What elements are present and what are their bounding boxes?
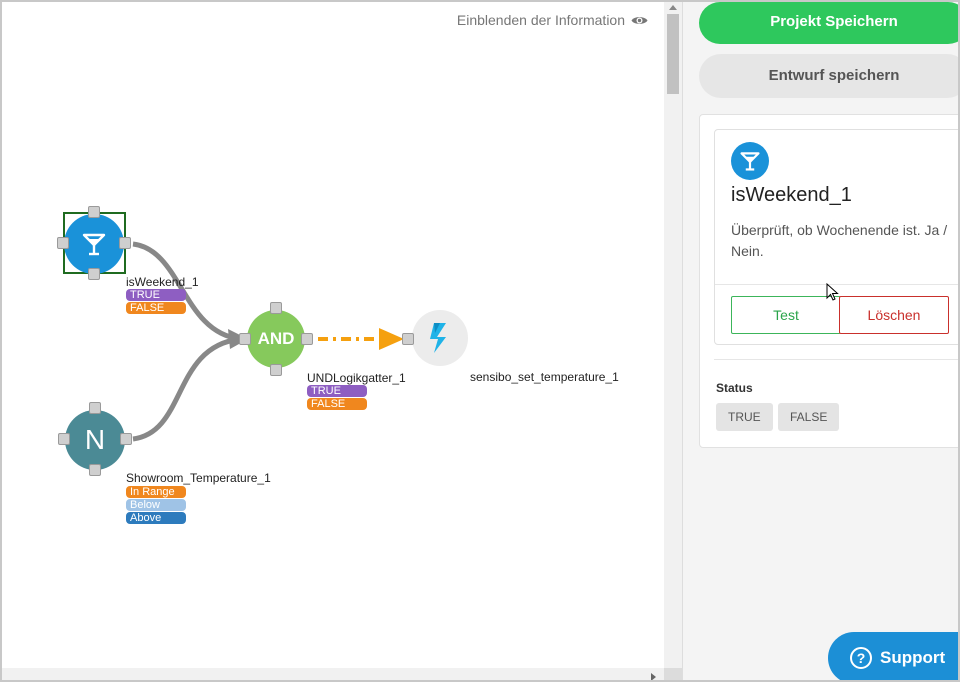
node-temp-label: Showroom_Temperature_1 bbox=[126, 471, 271, 485]
connections-layer bbox=[132, 241, 404, 442]
tag-above: Above bbox=[126, 512, 186, 524]
and-symbol: AND bbox=[257, 329, 295, 348]
tag-false: FALSE bbox=[307, 398, 367, 410]
node-showroom-temperature[interactable]: N bbox=[65, 410, 125, 470]
test-button[interactable]: Test bbox=[731, 296, 841, 334]
node-description: Überprüft, ob Wochenende ist. Ja / Nein. bbox=[731, 222, 948, 259]
handle-bottom[interactable] bbox=[270, 364, 282, 376]
panel-divider bbox=[682, 2, 683, 680]
handle-top[interactable] bbox=[88, 206, 100, 218]
link-temp-to-and[interactable] bbox=[132, 336, 241, 442]
support-button[interactable]: ? Support bbox=[828, 632, 958, 680]
cocktail-icon bbox=[82, 233, 106, 256]
node-details-card: isWeekend_1 Überprüft, ob Wochenende ist… bbox=[699, 114, 958, 448]
tag-below: Below bbox=[126, 499, 186, 511]
temp-symbol: N bbox=[84, 424, 106, 455]
sensibo-logo-icon bbox=[430, 323, 446, 353]
node-isweekend-label: isWeekend_1 bbox=[126, 275, 199, 289]
scrollbar-thumb[interactable] bbox=[667, 14, 679, 94]
mouse-cursor-icon bbox=[826, 283, 839, 301]
node-title: isWeekend_1 bbox=[731, 184, 852, 206]
flow-canvas[interactable]: Einblenden der Information bbox=[2, 2, 664, 668]
help-icon: ? bbox=[850, 647, 872, 669]
handle-left[interactable] bbox=[57, 237, 69, 249]
status-badge-false: FALSE bbox=[778, 403, 840, 431]
eye-icon bbox=[631, 16, 648, 24]
handle-bottom[interactable] bbox=[88, 268, 100, 280]
scroll-up-arrow-icon[interactable] bbox=[669, 5, 677, 10]
cocktail-icon bbox=[731, 142, 769, 180]
info-toggle-label: Einblenden der Information bbox=[456, 12, 625, 28]
node-info-box: isWeekend_1 Überprüft, ob Wochenende ist… bbox=[714, 129, 958, 345]
tag-in-range: In Range bbox=[126, 486, 186, 498]
node-sensibo[interactable] bbox=[412, 310, 468, 366]
support-label: Support bbox=[880, 648, 946, 667]
tag-true: TRUE bbox=[126, 289, 186, 301]
handle-left[interactable] bbox=[58, 433, 70, 445]
handle-top[interactable] bbox=[89, 402, 101, 414]
save-draft-button[interactable]: Entwurf speichern bbox=[699, 54, 958, 98]
handle-right[interactable] bbox=[120, 433, 132, 445]
horizontal-scrollbar[interactable] bbox=[2, 668, 664, 680]
tag-true: TRUE bbox=[307, 385, 367, 397]
handle-right[interactable] bbox=[119, 237, 131, 249]
delete-button[interactable]: Löschen bbox=[839, 296, 949, 334]
status-badge-true: TRUE bbox=[716, 403, 773, 431]
node-and-label: UNDLogikgatter_1 bbox=[307, 371, 406, 385]
save-project-button[interactable]: Projekt Speichern bbox=[699, 2, 958, 44]
node-isweekend[interactable] bbox=[64, 214, 124, 274]
card-separator bbox=[714, 359, 958, 360]
vertical-scrollbar[interactable] bbox=[664, 2, 682, 668]
status-label: Status bbox=[716, 381, 753, 395]
scroll-right-arrow-icon[interactable] bbox=[651, 673, 656, 680]
tag-false: FALSE bbox=[126, 302, 186, 314]
handle-bottom[interactable] bbox=[89, 464, 101, 476]
node-sensibo-label: sensibo_set_temperature_1 bbox=[470, 370, 619, 384]
info-toggle[interactable]: Einblenden der Information bbox=[457, 12, 648, 28]
scroll-corner bbox=[664, 668, 682, 680]
node-and-gate[interactable]: AND bbox=[247, 310, 305, 368]
handle-top[interactable] bbox=[270, 302, 282, 314]
link-orange-arrowhead bbox=[379, 328, 404, 350]
card-separator bbox=[715, 284, 958, 285]
handle-right[interactable] bbox=[301, 333, 313, 345]
properties-panel: Projekt Speichern Entwurf speichern isWe… bbox=[683, 2, 958, 680]
handle-left[interactable] bbox=[402, 333, 414, 345]
link-arrowhead bbox=[228, 329, 248, 349]
handle-left[interactable] bbox=[239, 333, 251, 345]
